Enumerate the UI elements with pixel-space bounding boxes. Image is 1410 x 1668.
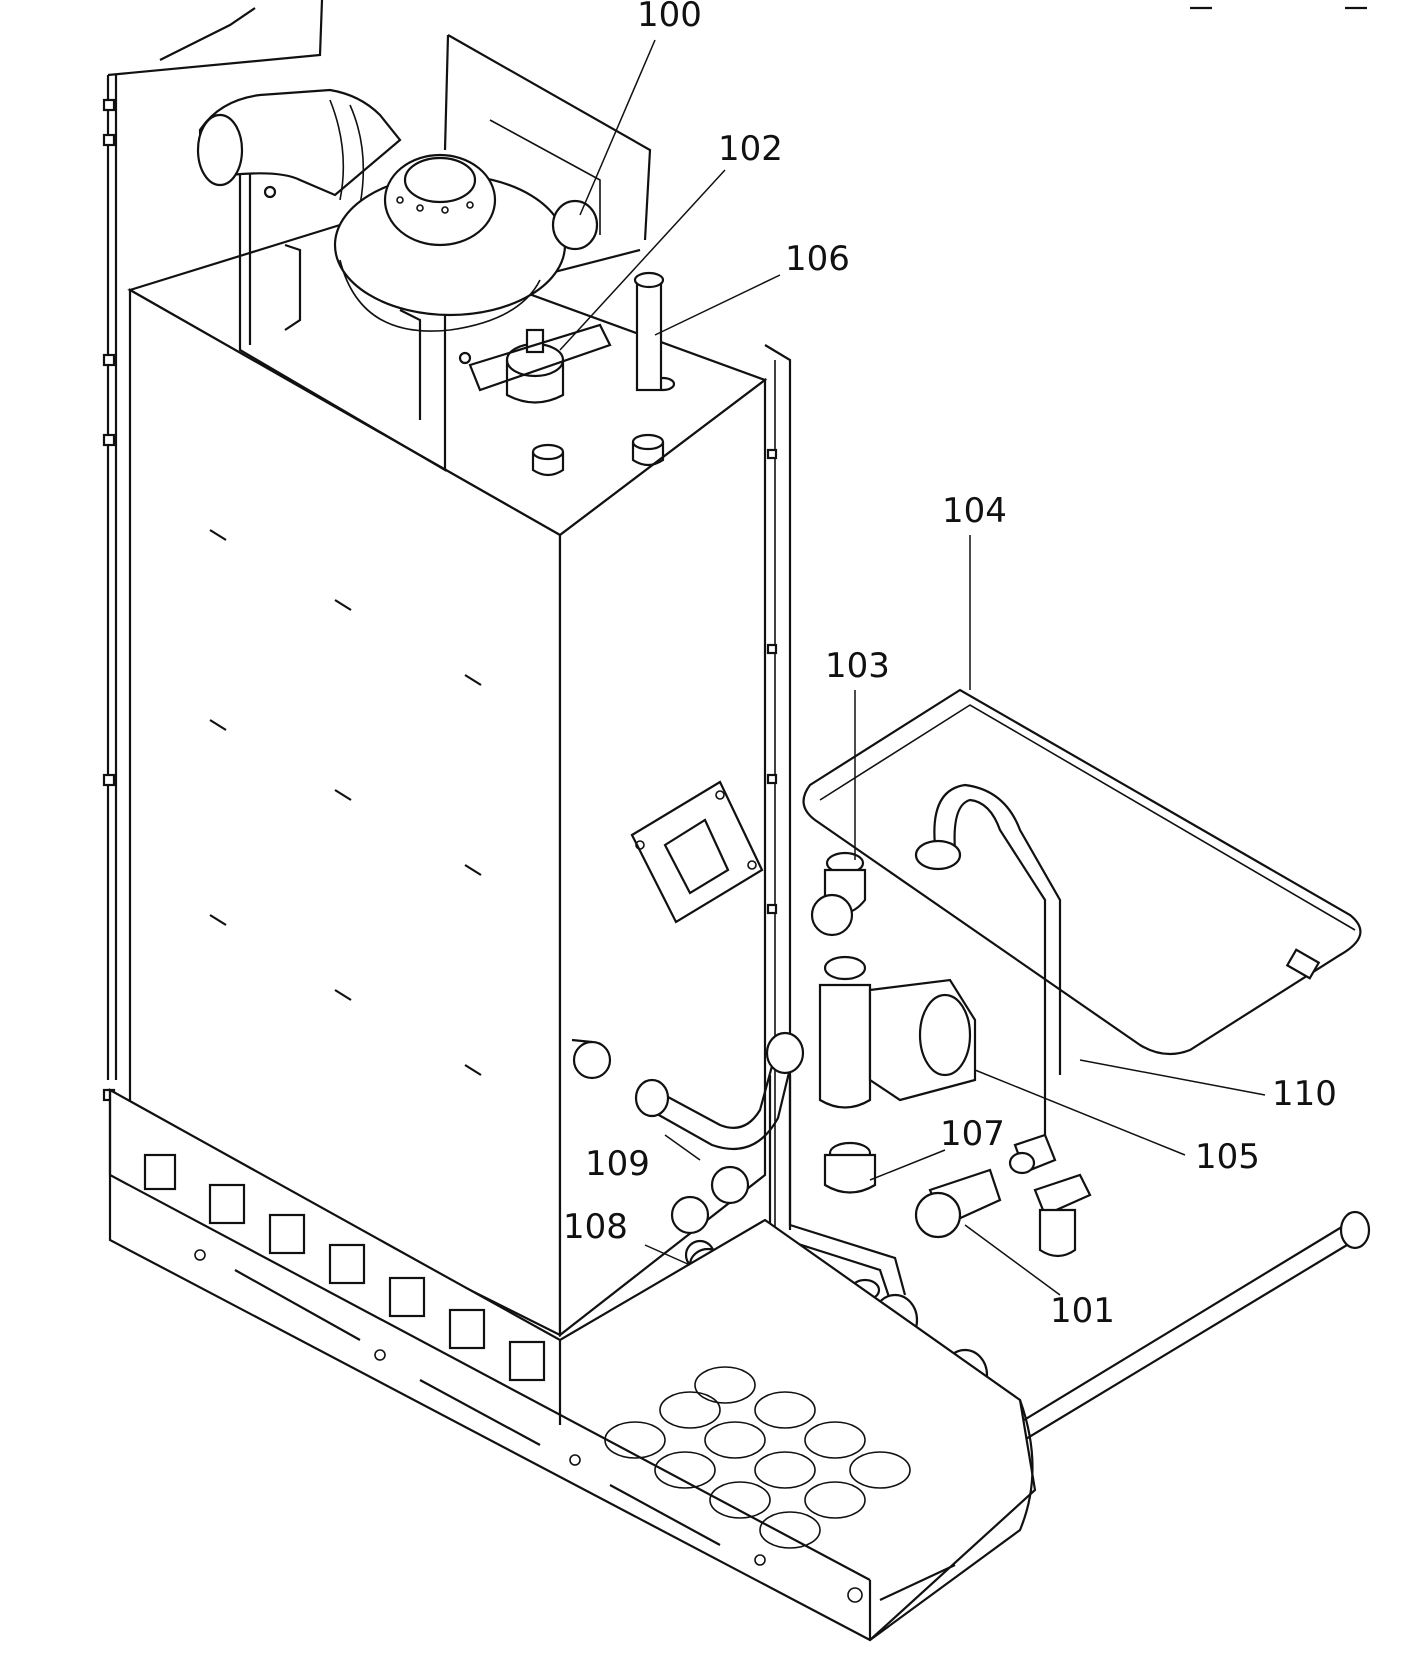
- leader-lines: [559, 39, 1266, 1296]
- callout-107: 107: [940, 1114, 1005, 1154]
- base-tray: [108, 1088, 1037, 1642]
- callout-110: 110: [1272, 1074, 1337, 1114]
- callout-106: 106: [785, 239, 850, 279]
- control-display-box: [630, 780, 764, 924]
- callout-104: 104: [942, 491, 1007, 531]
- panel-slots: [209, 529, 482, 1076]
- flow-pipe-vertical: [633, 271, 665, 392]
- callout-101: 101: [1050, 1291, 1115, 1331]
- callout-100: 100: [637, 0, 702, 35]
- top-edge-marks: [159, 6, 1367, 61]
- rear-top-panel: [443, 34, 652, 241]
- side-frame-rail: [764, 344, 792, 1230]
- circulation-pump: [810, 851, 977, 1194]
- connection-pipe: [634, 1031, 907, 1301]
- callout-102: 102: [718, 129, 783, 169]
- callout-105: 105: [1195, 1137, 1260, 1177]
- air-vent-valve: [468, 323, 612, 404]
- callout-108: 108: [563, 1207, 628, 1247]
- expansion-vessel: [802, 688, 1362, 1150]
- callout-103: 103: [825, 646, 890, 686]
- small-fittings: [914, 1133, 1092, 1258]
- callout-109: 109: [585, 1144, 650, 1184]
- callout-labels: 100 102 106 104 103 110 105 107 109 101 …: [563, 0, 1337, 1331]
- fan-assembly: [196, 88, 599, 332]
